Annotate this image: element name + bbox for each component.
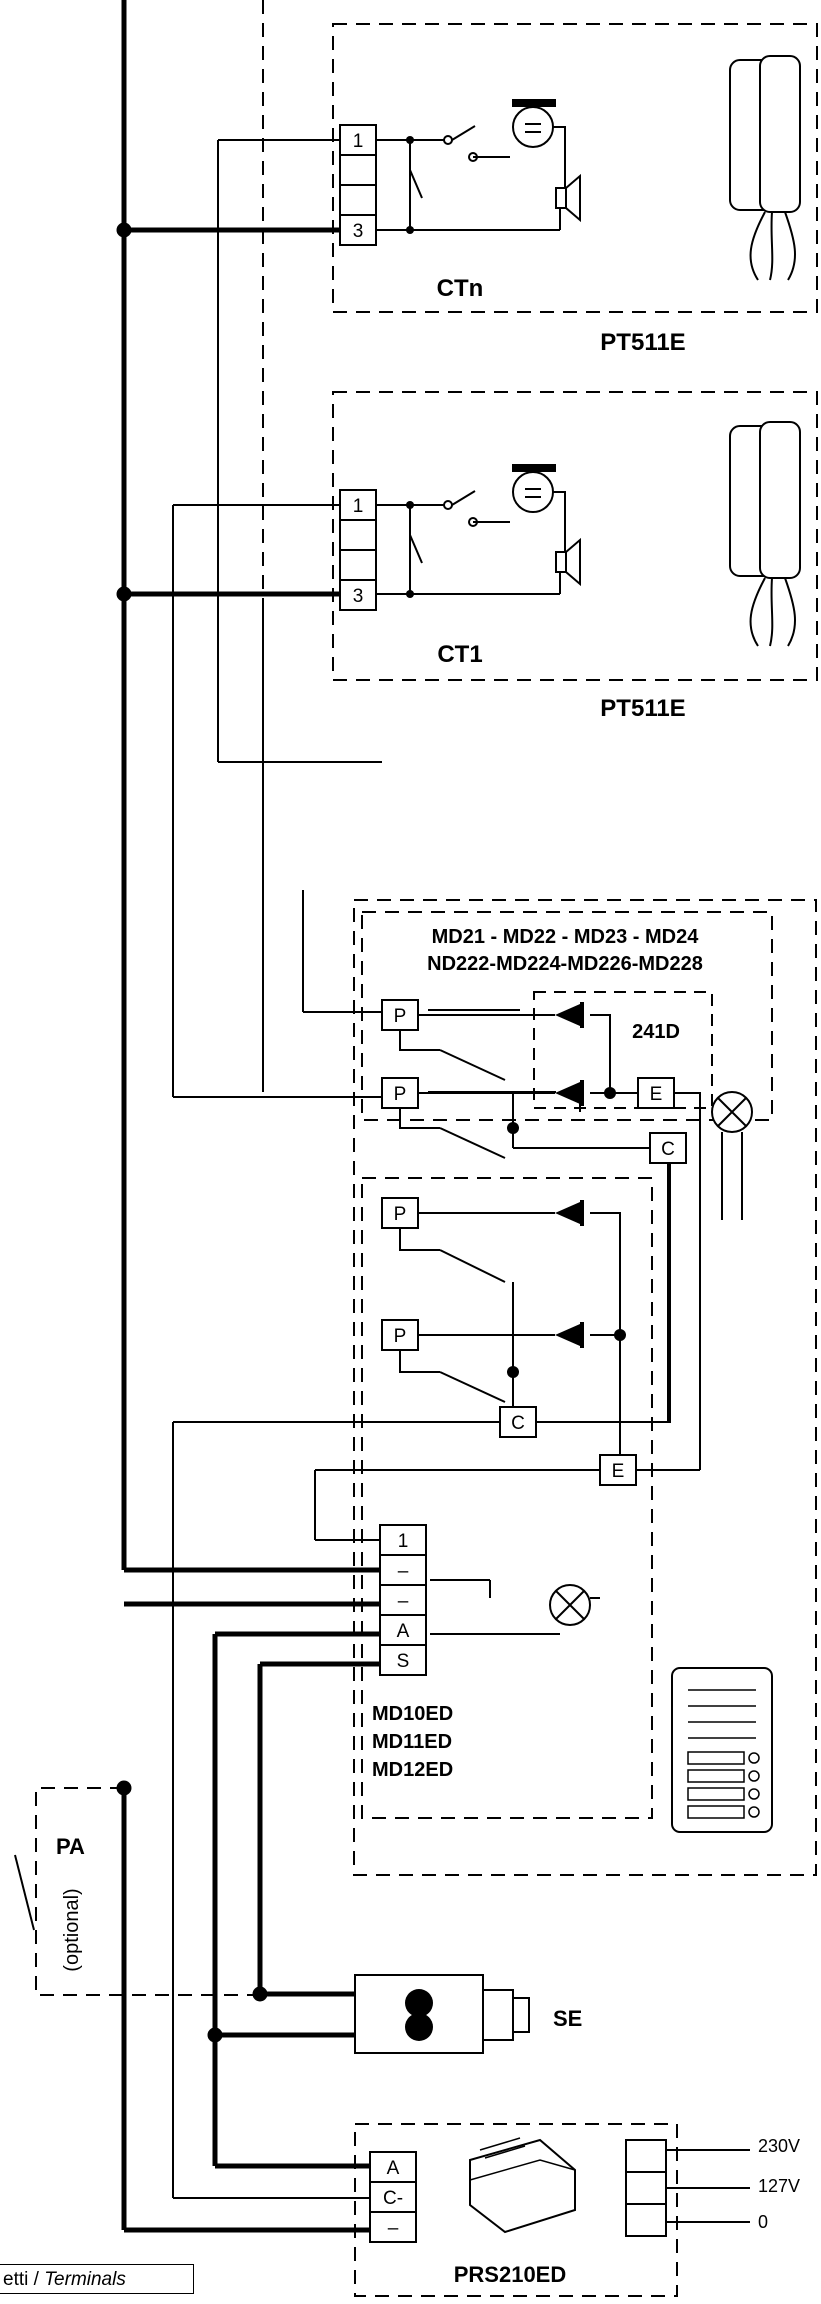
pa-note: (optional) bbox=[61, 1888, 83, 1971]
psu-terminal-c: C- bbox=[383, 2188, 403, 2209]
psu-label: PRS210ED bbox=[454, 2262, 567, 2287]
ctn-terminal-1: 1 bbox=[353, 131, 364, 152]
power-supply: A C- – 230V 127V 0 PRS210ED bbox=[354, 2123, 800, 2297]
lock-label: SE bbox=[553, 2006, 582, 2031]
upper-module: MD21 - MD22 - MD23 - MD24 ND222-MD224-MD… bbox=[361, 911, 773, 1470]
ctn-model: PT511E bbox=[600, 329, 685, 356]
station-ct1: 1 3 CT1 PT511E bbox=[332, 391, 818, 722]
lower-module: P P C E 1 – – A S MD10ED MD11ED MD12ED bbox=[361, 1163, 773, 1833]
panel-enclosure bbox=[353, 899, 817, 1876]
ct1-terminal-1: 1 bbox=[353, 496, 364, 517]
ct1-model: PT511E bbox=[600, 695, 685, 722]
pa-optional: PA (optional) bbox=[14, 1787, 340, 1996]
lower-terminal-c: C bbox=[511, 1413, 525, 1434]
station-ctn: 1 3 CTn PT511E bbox=[332, 23, 818, 356]
psu-terminal-minus: – bbox=[388, 2218, 399, 2239]
ctn-terminal-3: 3 bbox=[353, 221, 364, 242]
thin-wires bbox=[172, 139, 600, 2199]
lower-terminal-e: E bbox=[612, 1461, 625, 1482]
upper-models-line1: MD21 - MD22 - MD23 - MD24 bbox=[432, 926, 700, 948]
ct1-terminal-3: 3 bbox=[353, 586, 364, 607]
pa-label: PA bbox=[56, 1834, 85, 1859]
strip-terminal-a: A bbox=[397, 1621, 410, 1642]
legend-text: etti / bbox=[3, 2269, 45, 2290]
strip-terminal-1: 1 bbox=[398, 1531, 409, 1552]
ct1-code: CT1 bbox=[437, 641, 482, 668]
legend-italic: Terminals bbox=[44, 2269, 126, 2290]
upper-terminal-e: E bbox=[650, 1084, 663, 1105]
electric-lock: SE bbox=[354, 1974, 582, 2054]
riser-bus bbox=[116, 0, 380, 2233]
lower-model-3: MD12ED bbox=[372, 1759, 453, 1781]
strip-terminal-minus2: – bbox=[398, 1591, 409, 1612]
ctn-code: CTn bbox=[437, 275, 484, 302]
lower-model-2: MD11ED bbox=[372, 1731, 452, 1753]
lower-model-1: MD10ED bbox=[372, 1703, 453, 1725]
upper-terminal-c: C bbox=[661, 1139, 675, 1160]
strip-terminal-minus1: – bbox=[398, 1561, 409, 1582]
terminals-legend: etti / Terminals bbox=[0, 2264, 194, 2294]
psu-voltage-127: 127V bbox=[758, 2176, 800, 2196]
lower-terminal-p1: P bbox=[394, 1204, 407, 1225]
upper-terminal-p2: P bbox=[394, 1084, 407, 1105]
psu-voltage-230: 230V bbox=[758, 2136, 800, 2156]
psu-voltage-0: 0 bbox=[758, 2212, 768, 2232]
upper-models-line2: ND222-MD224-MD226-MD228 bbox=[427, 953, 703, 975]
strip-terminal-s: S bbox=[397, 1651, 410, 1672]
upper-terminal-p1: P bbox=[394, 1006, 407, 1027]
lower-terminal-p2: P bbox=[394, 1326, 407, 1347]
psu-terminal-a: A bbox=[387, 2158, 400, 2179]
module-241d: 241D bbox=[632, 1021, 680, 1043]
